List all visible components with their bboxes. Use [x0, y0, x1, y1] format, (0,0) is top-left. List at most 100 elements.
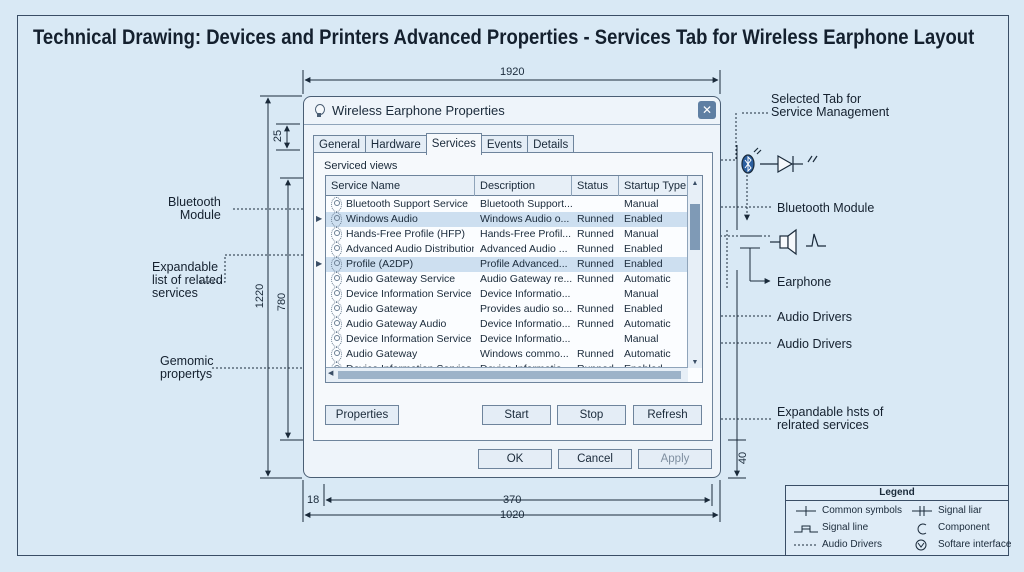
legend-signal-liar: Signal liar: [938, 505, 982, 516]
callout-selected-tab: Selected Tab for Service Management: [771, 92, 890, 119]
diode-icon: [753, 147, 818, 174]
cell-service-name: Device Information Service: [346, 288, 472, 300]
column-header-startup-type[interactable]: Startup Type: [619, 176, 688, 196]
cell-description: Audio Gateway re...: [480, 273, 572, 285]
callout-expandable-list: Expandable list of related services: [152, 260, 223, 300]
service-gear-icon: [331, 317, 342, 332]
tab-details[interactable]: Details: [527, 135, 575, 154]
service-gear-icon: [331, 347, 342, 362]
dim-titlebar-height: 25: [272, 129, 285, 143]
dim-height-outer: 1220: [254, 283, 267, 309]
tab-general[interactable]: General: [313, 135, 366, 154]
apply-button[interactable]: Apply: [638, 449, 712, 469]
expand-arrow-icon[interactable]: ▶: [316, 259, 323, 268]
cell-description: Profile Advanced...: [480, 258, 568, 270]
close-button[interactable]: ✕: [698, 101, 716, 119]
cell-startup-type: Manual: [624, 198, 659, 210]
dim-outer-width: 1020: [500, 509, 525, 521]
cell-startup-type: Enabled: [624, 213, 663, 225]
column-header-description[interactable]: Description: [475, 176, 572, 196]
dim-inner-width: 370: [503, 494, 522, 506]
column-header-status[interactable]: Status: [572, 176, 619, 196]
callout-audio-drivers-1: Audio Drivers: [777, 310, 853, 324]
start-button[interactable]: Start: [482, 405, 551, 425]
cell-status: Runned: [577, 228, 614, 240]
service-gear-icon: [331, 242, 342, 257]
services-panel: Serviced views Service Name Description …: [313, 152, 713, 441]
legend-audio-drivers: Audio Drivers: [822, 539, 883, 550]
cell-startup-type: Manual: [624, 288, 659, 300]
table-row[interactable]: Device Information Service Device Informa…: [326, 332, 688, 347]
cell-startup-type: Automatic: [624, 273, 671, 285]
table-row[interactable]: Hands-Free Profile (HFP)Hands-Free Profi…: [326, 227, 688, 242]
cancel-button[interactable]: Cancel: [558, 449, 632, 469]
callout-genomic: Gemomic propertys: [160, 354, 214, 381]
cell-status: [577, 287, 619, 302]
legend-symbols: [794, 506, 932, 551]
legend-component: Component: [938, 522, 990, 533]
callout-expandable-hsts: Expandable hsts of relrated services: [777, 405, 884, 432]
drawing-frame: [17, 15, 1009, 556]
cell-service-name: Audio Gateway Audio: [346, 318, 447, 330]
legend-title: Legend: [786, 486, 1008, 501]
bluetooth-icon: [741, 154, 755, 174]
scroll-down-icon[interactable]: ▼: [691, 359, 699, 366]
signal-line-icon: [794, 525, 818, 533]
tab-events[interactable]: Events: [480, 135, 529, 154]
cell-service-name: Device Information Service: [346, 333, 472, 345]
properties-button[interactable]: Properties: [325, 405, 399, 425]
cell-startup-type: Manual: [624, 333, 659, 345]
cell-status: Runned: [577, 273, 614, 285]
cell-status: [577, 197, 619, 212]
cell-description: Device Informatio...: [480, 288, 571, 300]
service-gear-icon: [331, 212, 342, 227]
expand-arrow-icon[interactable]: ▶: [316, 214, 323, 223]
software-interface-icon: [915, 539, 927, 551]
horizontal-scrollbar[interactable]: ◀: [326, 367, 688, 382]
service-gear-icon: [331, 257, 342, 272]
scroll-up-icon[interactable]: ▲: [691, 180, 699, 187]
refresh-button[interactable]: Refresh: [633, 405, 702, 425]
cell-status: Runned: [577, 213, 614, 225]
cell-description: Windows commo...: [480, 348, 569, 360]
speaker-icon: [770, 228, 826, 256]
callout-bluetooth-module-right: Bluetooth Module: [777, 201, 875, 215]
cell-service-name: Hands-Free Profile (HFP): [346, 228, 466, 240]
scroll-thumb[interactable]: [690, 204, 700, 250]
list-header: Service Name Description Status Startup …: [326, 176, 702, 196]
window-titlebar[interactable]: Wireless Earphone Properties ✕: [304, 97, 720, 125]
cell-status: [577, 332, 619, 347]
ok-button[interactable]: OK: [478, 449, 552, 469]
window-title: Wireless Earphone Properties: [332, 103, 505, 118]
column-header-service-name[interactable]: Service Name: [326, 176, 475, 196]
vertical-scrollbar[interactable]: ▲ ▼: [687, 176, 702, 368]
horizontal-scroll-thumb[interactable]: [338, 371, 681, 379]
service-gear-icon: [331, 332, 342, 347]
group-label: Serviced views: [324, 160, 398, 172]
dim-bottom-margin: 40: [737, 451, 750, 465]
table-row[interactable]: Device Information Service Device Informa…: [326, 287, 688, 302]
cell-status: Runned: [577, 303, 614, 315]
service-gear-icon: [331, 302, 342, 317]
cell-description: Device Informatio...: [480, 333, 571, 345]
signal-liar-icon: [912, 506, 932, 516]
tab-hardware[interactable]: Hardware: [364, 135, 427, 154]
scroll-left-icon[interactable]: ◀: [328, 370, 334, 377]
cell-description: Windows Audio o...: [480, 213, 570, 225]
services-list[interactable]: Service Name Description Status Startup …: [325, 175, 703, 383]
cell-startup-type: Automatic: [624, 318, 671, 330]
cell-service-name: Audio Gateway: [346, 303, 418, 315]
tab-strip: General Hardware Services Events Details: [313, 132, 575, 155]
stop-button[interactable]: Stop: [557, 405, 626, 425]
callout-earphone: Earphone: [777, 275, 832, 289]
tab-services[interactable]: Services: [425, 133, 482, 155]
